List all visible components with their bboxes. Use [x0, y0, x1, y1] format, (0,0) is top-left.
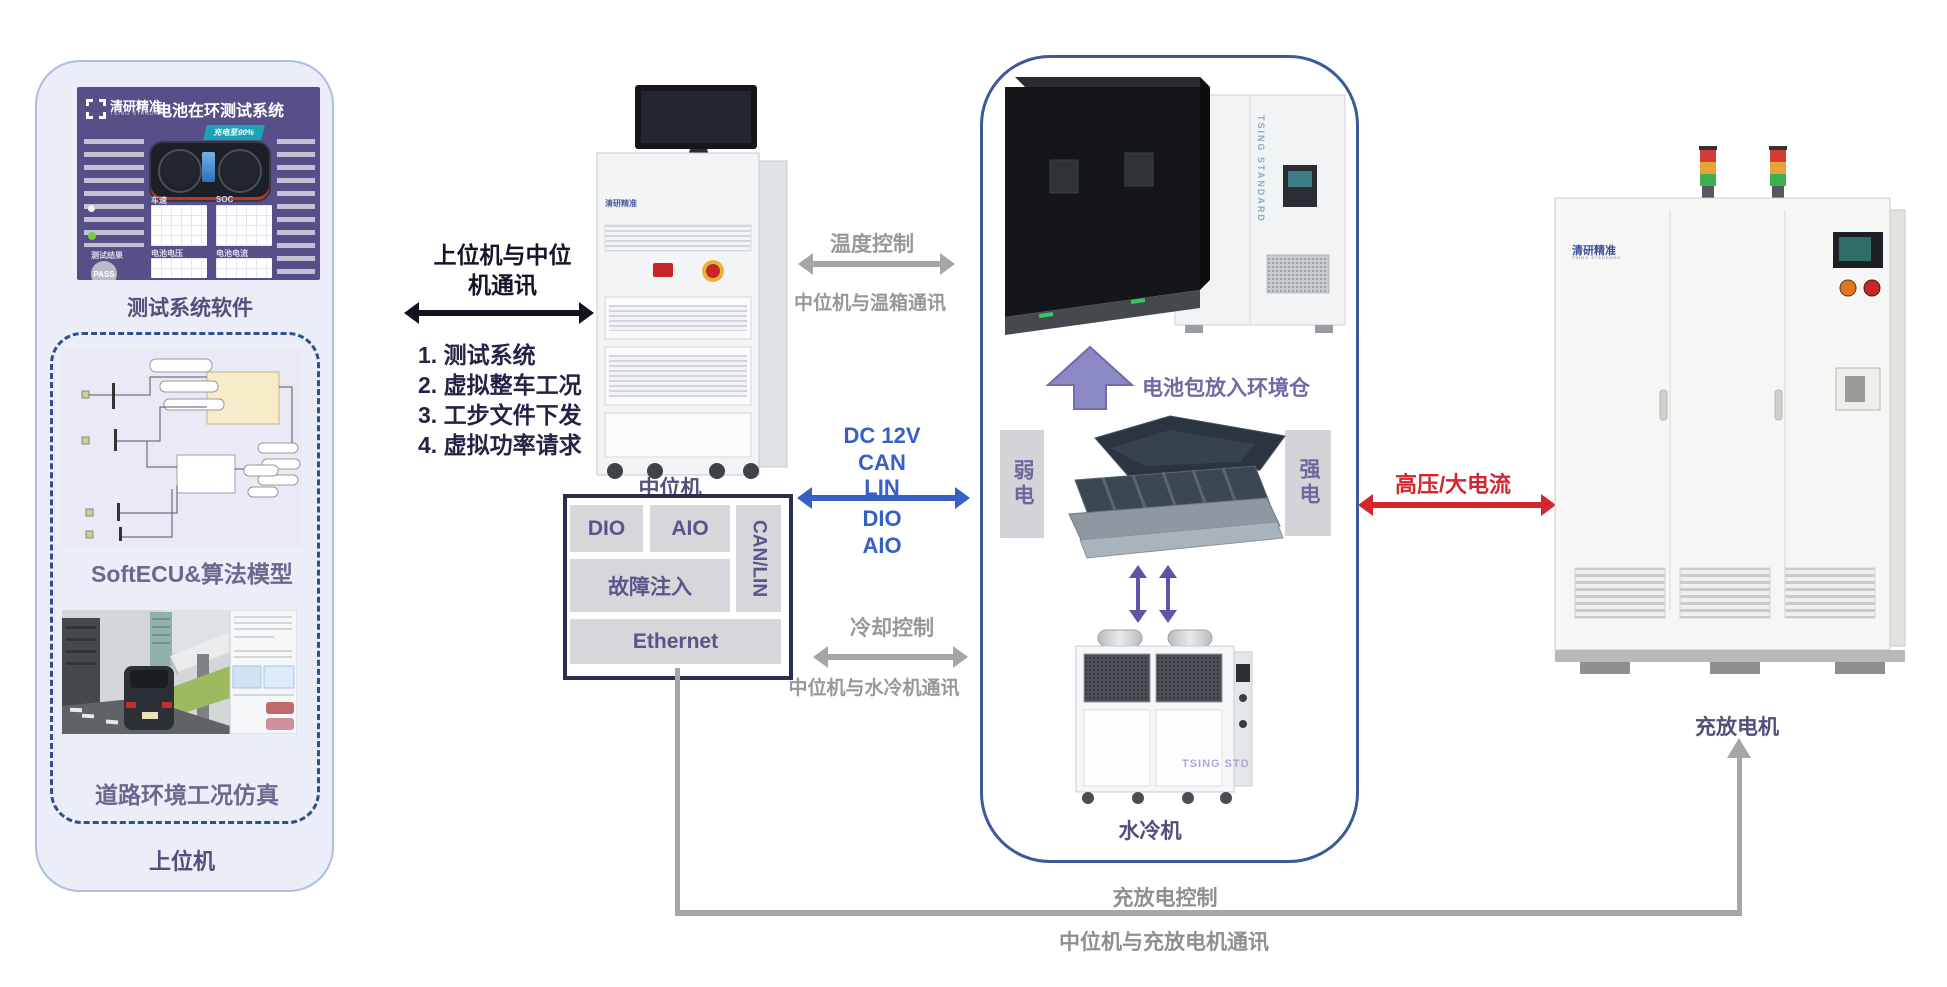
charge-control-label: 充放电控制 — [1112, 887, 1218, 910]
cool-comm-label: 中位机与水冷机通讯 — [788, 678, 960, 699]
model-section-label: SoftECU&算法模型 — [91, 561, 293, 587]
pack-into-chamber-arrow — [1045, 345, 1135, 410]
temp-control-arrow — [798, 253, 955, 275]
road-simulation-image — [62, 610, 297, 734]
chamber-brand-vertical: TSING STANDARD — [1256, 115, 1266, 223]
test-result-pass: PASS — [91, 261, 117, 280]
left-gauge-icon — [158, 149, 202, 193]
software-brand: 清研精准 — [110, 99, 163, 114]
software-left-widgets — [84, 139, 144, 247]
charger-brand: 清研精准 — [1572, 245, 1616, 257]
software-section-label: 测试系统软件 — [127, 297, 253, 320]
strong-electric-box: 强电 — [1285, 430, 1331, 536]
charge-comm-line-right — [1737, 756, 1742, 914]
charger-brand-sub: TSING STANDARD — [1572, 255, 1622, 260]
bus-label-dc12v: DC 12V — [843, 423, 921, 448]
temp-control-label: 温度控制 — [830, 233, 914, 256]
cool-control-arrow — [813, 646, 968, 668]
upper-mid-comm-label: 上位机与中位机通讯 — [433, 242, 572, 298]
road-section-label: 道路环境工况仿真 — [95, 782, 279, 808]
dashboard-cluster — [149, 141, 271, 202]
chart-soc — [216, 205, 272, 246]
rack-brand: 清研精准 — [605, 199, 637, 208]
io-cell-fault: 故障注入 — [570, 559, 730, 612]
water-chiller-image — [1075, 629, 1253, 804]
brand-logo-icon — [86, 99, 106, 119]
comm-item-3: 3. 工步文件下发 — [418, 402, 582, 428]
charger-label: 充放电机 — [1695, 716, 1779, 739]
coolant-link-arrow-right — [1159, 565, 1177, 623]
bus-label-aio: AIO — [862, 533, 902, 558]
bus-arrow — [797, 487, 970, 509]
io-cell-aio: AIO — [650, 505, 730, 552]
hv-label: 高压/大电流 — [1394, 472, 1512, 497]
test-software-screenshot: 清研精准 TSING STANDARD 电池在环测试系统 充电至90% 车速 S… — [77, 87, 320, 280]
chiller-label: 水冷机 — [1118, 820, 1182, 843]
cool-control-label: 冷却控制 — [850, 617, 934, 640]
hv-arrow — [1358, 494, 1556, 516]
io-cell-canlin: CAN/LIN — [736, 505, 781, 612]
weak-electric-box: 弱电 — [1000, 430, 1044, 538]
upper-mid-comm-arrow — [404, 302, 594, 324]
bus-label-dio: DIO — [862, 506, 902, 531]
temp-comm-label: 中位机与温箱通讯 — [793, 293, 947, 314]
charge-comm-line-left — [675, 668, 680, 914]
io-cell-dio: DIO — [570, 505, 643, 552]
chart-title-speed: 车速 — [151, 196, 167, 205]
chart-voltage — [151, 258, 207, 278]
coolant-link-arrow-left — [1129, 565, 1147, 623]
charger-cabinet-image — [1554, 146, 1906, 674]
right-gauge-icon — [218, 149, 262, 193]
green-indicator-icon — [88, 232, 96, 240]
charge-comm-arrowhead — [1727, 738, 1751, 758]
test-result-label: 测试结果 — [91, 251, 123, 260]
chiller-brand: TSING STD — [1182, 758, 1250, 770]
comm-item-4: 4. 虚拟功率请求 — [418, 432, 582, 458]
chart-title-voltage: 电池电压 — [151, 249, 183, 258]
bus-label-can: CAN — [858, 450, 906, 475]
softecu-model-image — [62, 347, 302, 547]
upper-machine-label: 上位机 — [148, 849, 216, 874]
battery-pack-image — [1068, 415, 1286, 559]
comm-item-1: 1. 测试系统 — [418, 342, 536, 368]
software-right-widgets — [277, 139, 315, 275]
pack-into-chamber-label: 电池包放入环境仓 — [1142, 377, 1310, 400]
chart-title-current: 电池电流 — [216, 249, 248, 258]
environment-chamber-image — [1005, 77, 1346, 335]
io-cell-ethernet: Ethernet — [570, 619, 781, 664]
software-brand-sub: TSING STANDARD — [110, 111, 168, 117]
charge-comm-label: 中位机与充放电机通讯 — [1059, 931, 1269, 954]
model-dashed-box — [50, 332, 320, 824]
upper-machine-panel: 清研精准 TSING STANDARD 电池在环测试系统 充电至90% 车速 S… — [35, 60, 334, 892]
mid-machine-rack-image — [596, 85, 788, 479]
software-title: 电池在环测试系统 — [156, 103, 285, 120]
charge-comm-line-horizontal — [675, 910, 1742, 916]
chart-speed — [151, 205, 207, 246]
charge-badge: 充电至90% — [203, 125, 265, 140]
white-indicator-icon — [88, 205, 95, 212]
cluster-center-bar — [202, 152, 215, 182]
chart-current — [216, 258, 272, 278]
comm-item-2: 2. 虚拟整车工况 — [418, 372, 582, 398]
chart-title-soc: SOC — [216, 195, 234, 204]
